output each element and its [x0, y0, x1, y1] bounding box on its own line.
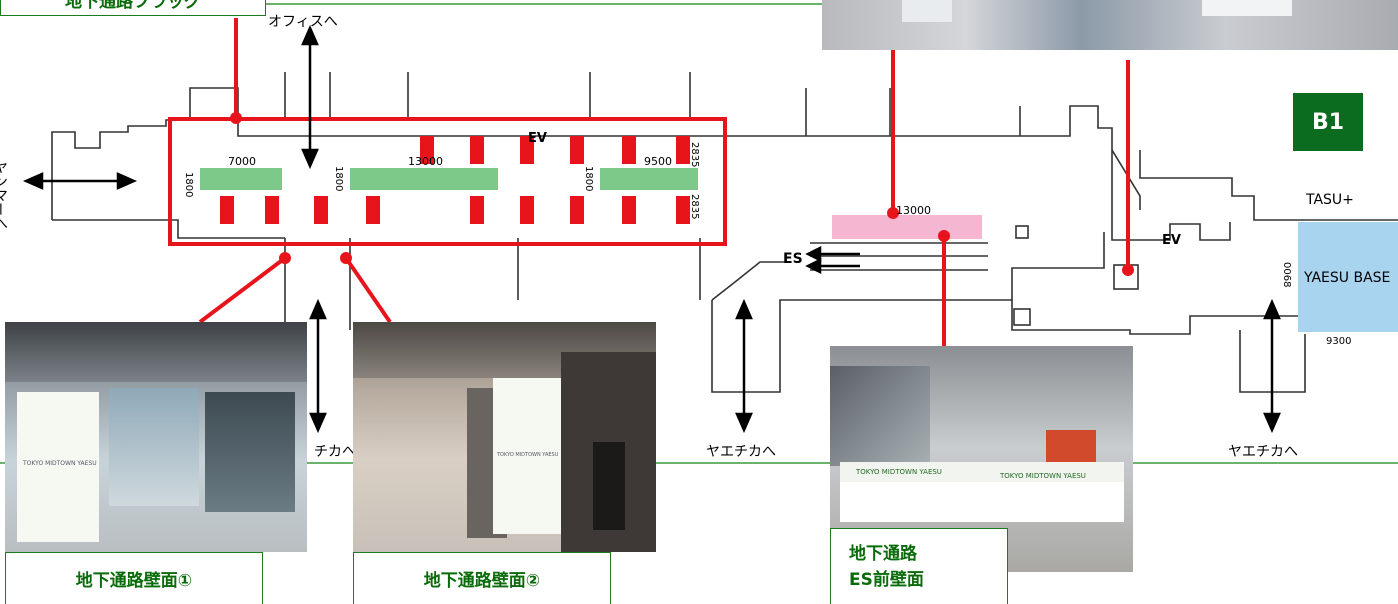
floor-badge: B1: [1293, 93, 1363, 151]
caption-passage-flag-text: 地下通路フラッグ: [65, 0, 201, 12]
dim-7000: 7000: [228, 155, 256, 168]
callout-dots: [230, 112, 1134, 276]
floor-plan-walls: [51, 72, 1398, 393]
photo-wall-1: TOKYO MIDTOWN YAESU: [5, 322, 307, 552]
caption-es-wall-line2: ES前壁面: [849, 569, 924, 590]
yaechika-direction-2: ヤエチカへ: [706, 444, 776, 460]
signage-es-2: TOKYO MIDTOWN YAESU: [1000, 472, 1086, 480]
zone-es-wall: [832, 215, 982, 239]
dim-1800-a: 1800: [183, 172, 194, 197]
caption-es-wall: 地下通路 ES前壁面: [830, 528, 1008, 604]
ev-left-label: EV: [528, 131, 547, 146]
photo-wall-2: TOKYO MIDTOWN YAESU: [353, 322, 656, 552]
caption-passage-flag: 地下通路フラッグ: [0, 0, 266, 16]
caption-wall-2-text: 地下通路壁面②: [423, 571, 541, 591]
caption-wall-2: 地下通路壁面②: [353, 552, 611, 604]
caption-wall-1-text: 地下通路壁面①: [75, 571, 193, 591]
direction-arrows: [22, 24, 1281, 434]
dim-9500: 9500: [644, 155, 672, 168]
dim-9300: 9300: [1326, 336, 1351, 347]
photo-top-view: [822, 0, 1398, 50]
dim-2835-a: 2835: [689, 142, 700, 167]
callout-connectors: [198, 18, 1130, 346]
caption-es-wall-line1: 地下通路: [849, 543, 917, 564]
flag-markers: [220, 136, 690, 224]
ev-right-label: EV: [1162, 233, 1181, 248]
caption-wall-1: 地下通路壁面①: [5, 552, 263, 604]
yaechika-direction-1: チカへ: [314, 444, 356, 460]
signage-wall-2: TOKYO MIDTOWN YAESU: [497, 452, 559, 458]
dim-13000-b: 13000: [896, 204, 931, 217]
dim-1800-c: 1800: [583, 166, 594, 191]
zone-13000: [350, 168, 498, 190]
dim-13000-a: 13000: [408, 155, 443, 168]
office-direction: オフィスへ: [268, 14, 338, 30]
signage-wall-1: TOKYO MIDTOWN YAESU: [23, 460, 97, 467]
zone-yaesu-base: [1298, 222, 1398, 332]
tasu-label: TASU+: [1305, 192, 1354, 208]
es-label: ES: [783, 251, 803, 267]
zone-9500: [600, 168, 698, 190]
dim-1800-b: 1800: [333, 166, 344, 191]
flag-area-highlight: [168, 117, 727, 246]
yaesu-base-label: YAESU BASE: [1303, 270, 1390, 286]
signage-es-1: TOKYO MIDTOWN YAESU: [856, 468, 942, 476]
zone-7000: [200, 168, 282, 190]
dim-0068: 0068: [1281, 262, 1292, 287]
dim-2835-b: 2835: [689, 194, 700, 219]
yaechika-direction-3: ヤエチカへ: [1228, 444, 1298, 460]
yanmar-direction: ヤンマーへ: [0, 160, 8, 230]
